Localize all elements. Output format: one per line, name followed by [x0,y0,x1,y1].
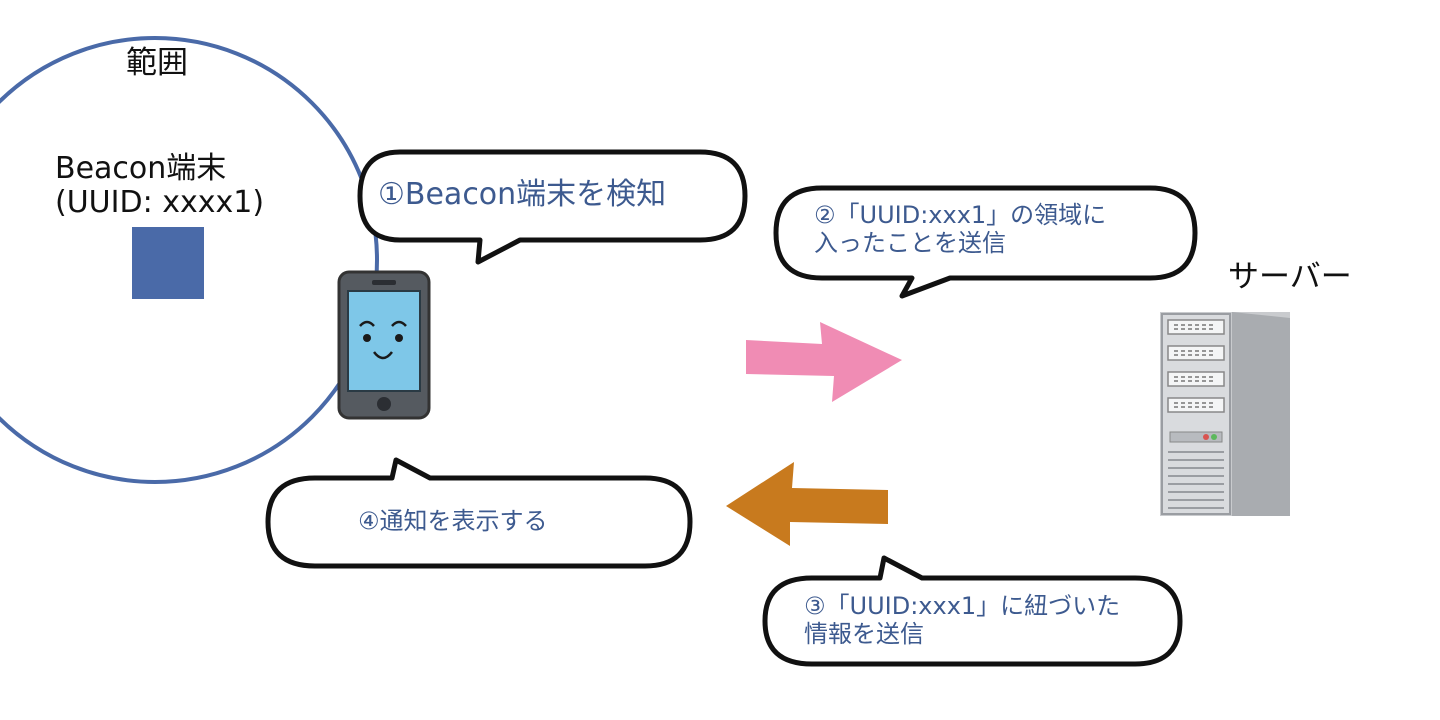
beacon-device [132,227,204,299]
beacon-label: Beacon端末 (UUID: xxxx1) [55,151,265,220]
arrow-to-phone [726,462,888,546]
server-tower-icon [1160,312,1290,516]
range-label: 範囲 [126,45,188,81]
range-circle [0,36,379,484]
speech-bubble-4 [265,457,693,569]
server-label: サーバー [1228,259,1352,295]
step4-label: ④通知を表示する [358,507,548,535]
arrow-to-server [746,322,902,402]
speech-bubble-2 [773,185,1198,299]
speech-bubble-1 [357,149,748,265]
step1-label: ①Beacon端末を検知 [378,177,667,212]
smartphone-face-icon [337,270,431,420]
step2-label: ②「UUID:xxx1」の領域に 入ったことを送信 [814,201,1107,257]
speech-bubble-3 [762,555,1183,667]
step3-label: ③「UUID:xxx1」に紐づいた 情報を送信 [804,592,1121,648]
